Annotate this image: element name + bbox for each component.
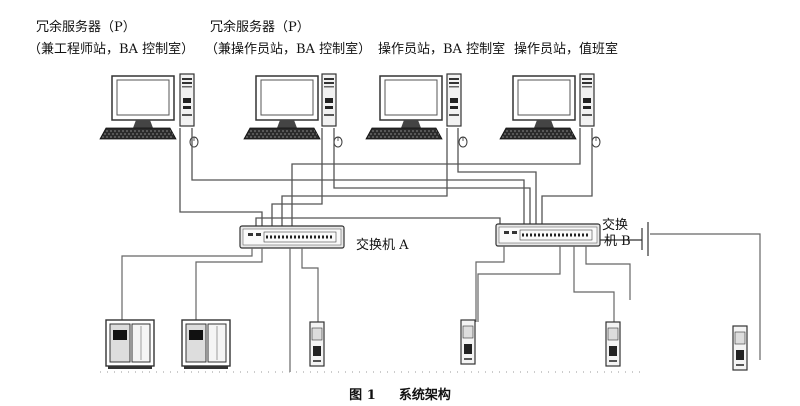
switch-a-label: 交换机 A xyxy=(356,238,409,253)
field-cabinet-2 xyxy=(181,319,231,370)
switch-b-label-line2: 机 B xyxy=(604,234,631,249)
workstation-2-server xyxy=(243,73,343,148)
workstation-4-duty-room xyxy=(499,73,601,148)
field-controller-2 xyxy=(460,319,476,365)
field-cabinet-1 xyxy=(105,319,155,370)
field-cables xyxy=(121,233,761,372)
switch-b xyxy=(494,222,602,248)
network-cables xyxy=(179,128,593,226)
switch-a xyxy=(238,224,346,250)
server2-subtitle: （兼操作员站，BA 控制室） xyxy=(205,42,372,57)
field-controller-4 xyxy=(732,325,748,371)
figure-caption: 图 1 系统架构 xyxy=(0,384,800,403)
field-controller-1 xyxy=(309,321,325,367)
system-architecture-diagram xyxy=(99,73,761,373)
server2-title: 冗余服务器（P） xyxy=(210,20,310,35)
server1-subtitle: （兼工程师站，BA 控制室） xyxy=(28,42,195,57)
workstation-1-server xyxy=(99,73,199,148)
figure-number: 图 1 xyxy=(349,388,376,403)
switch-b-connector xyxy=(600,222,649,256)
switch-b-label-line1: 交换 xyxy=(602,218,629,233)
workstation-3-operator xyxy=(365,73,468,148)
figure-title: 系统架构 xyxy=(398,388,451,403)
workstation4-label: 操作员站，值班室 xyxy=(514,42,619,57)
server1-title: 冗余服务器（P） xyxy=(36,20,136,35)
field-controller-3 xyxy=(605,321,621,367)
workstation3-label: 操作员站，BA 控制室 xyxy=(378,42,506,57)
